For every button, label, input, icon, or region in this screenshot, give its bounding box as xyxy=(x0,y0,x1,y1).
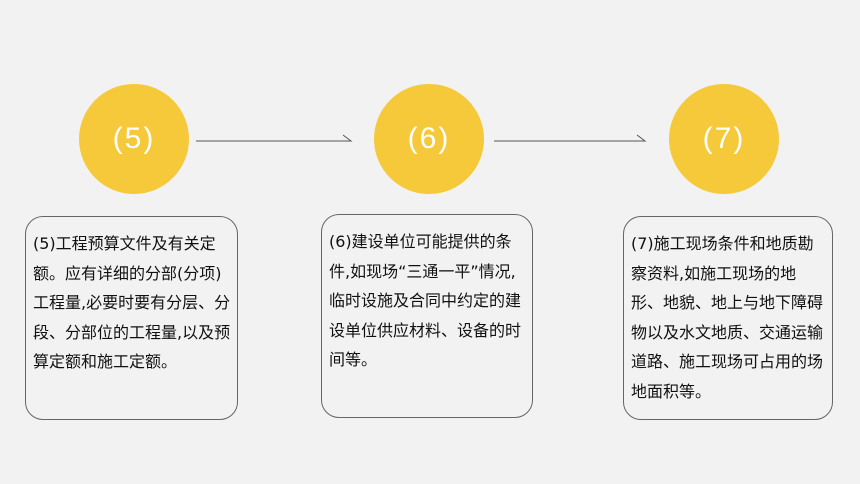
step-5-description-box: (5)工程预算文件及有关定额。应有详细的分部(分项)工程量,必要时要有分层、分段… xyxy=(25,216,238,420)
step-6-circle: (6) xyxy=(374,84,484,194)
step-5-description: (5)工程预算文件及有关定额。应有详细的分部(分项)工程量,必要时要有分层、分段… xyxy=(33,234,231,371)
arrow-right-icon xyxy=(494,134,647,142)
arrow-5-to-6 xyxy=(196,132,353,144)
step-6-description-box: (6)建设单位可能提供的条件,如现场“三通一平”情况,临时设施及合同中约定的建设… xyxy=(321,214,533,418)
step-5-circle: (5) xyxy=(79,84,189,194)
step-7-description: (7)施工现场条件和地质勘察资料,如施工现场的地形、地貌、地上与地下障碍物以及水… xyxy=(631,234,824,401)
arrow-right-icon xyxy=(196,134,353,142)
step-7-circle: (7) xyxy=(669,84,779,194)
step-7-description-box: (7)施工现场条件和地质勘察资料,如施工现场的地形、地貌、地上与地下障碍物以及水… xyxy=(623,216,833,420)
arrow-6-to-7 xyxy=(494,132,647,144)
step-5-label: (5) xyxy=(112,122,156,155)
step-6-label: (6) xyxy=(407,122,451,155)
step-7-label: (7) xyxy=(702,122,746,155)
step-6-description: (6)建设单位可能提供的条件,如现场“三通一平”情况,临时设施及合同中约定的建设… xyxy=(329,232,522,369)
